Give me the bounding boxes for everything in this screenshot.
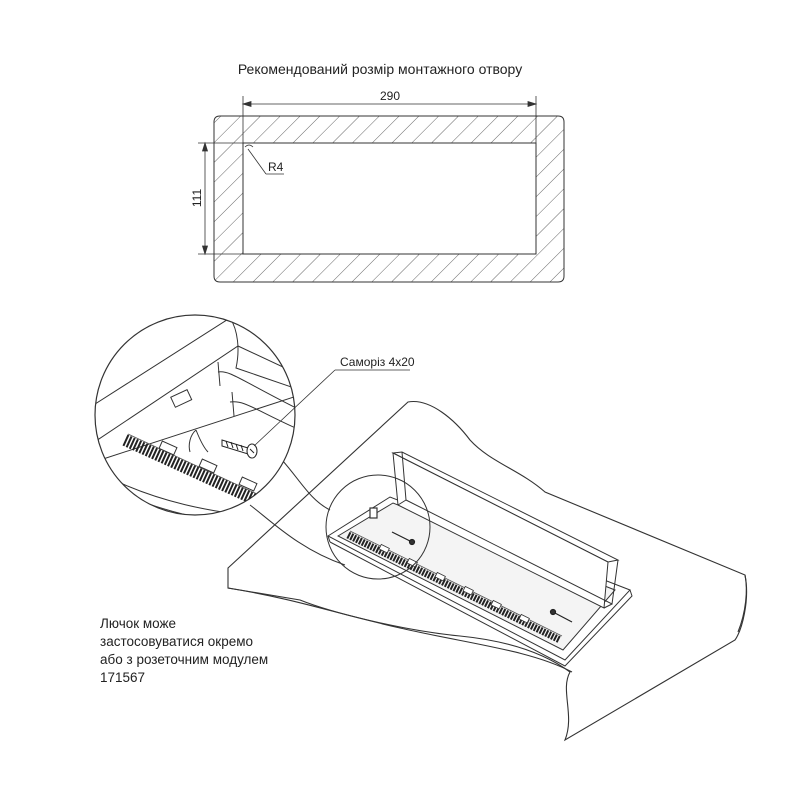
detail-connectors — [249, 459, 346, 566]
width-dimension — [241, 96, 538, 143]
note-line-2: застосовуватися окремо — [100, 634, 254, 649]
note-line-1: Лючок може — [100, 616, 177, 631]
tray-screw-right — [549, 608, 573, 623]
lid — [391, 451, 620, 609]
radius-label: R4 — [268, 160, 284, 174]
cutout-frame — [213, 115, 565, 283]
diagram-title: Рекомендований розмір монтажного отвору — [238, 61, 522, 77]
height-label: 111 — [190, 189, 204, 208]
tray-screw-left — [369, 507, 416, 546]
height-dimension — [198, 141, 243, 256]
screw-label: Саморіз 4x20 — [340, 355, 415, 369]
screw-leader — [253, 369, 410, 447]
note-line-3: або з розеточним модулем — [100, 652, 269, 667]
note-line-4: 171567 — [100, 670, 146, 685]
usage-note: Лючок може застосовуватися окремо або з … — [100, 615, 340, 687]
detail-circle-small — [325, 474, 431, 580]
tray-brush-clips — [378, 543, 530, 624]
radius-leader — [244, 144, 284, 175]
detail-screw-icon — [221, 439, 258, 459]
detail-lens — [94, 314, 296, 516]
width-label: 290 — [380, 89, 400, 103]
